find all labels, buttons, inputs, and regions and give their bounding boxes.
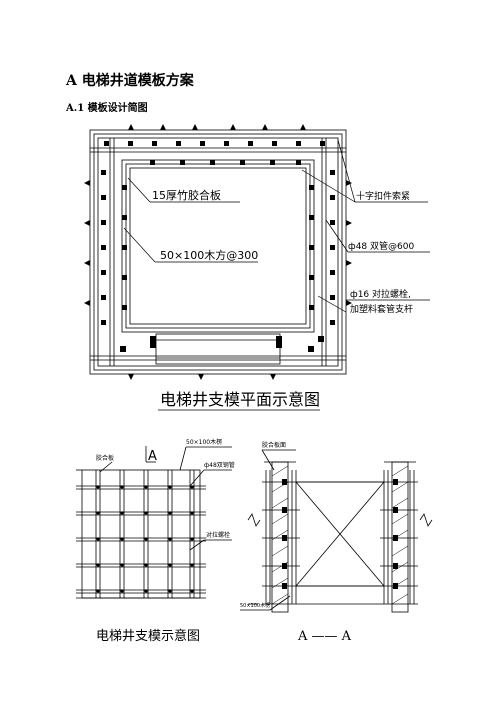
elev-plywood-label: 胶合板 <box>96 454 114 462</box>
pipe-callout: ф48 双管@600 <box>348 240 414 252</box>
section-aa-diagram: 胶合板面 50×100木楞 A —— A <box>240 441 433 644</box>
section-plywood-label: 胶合板面 <box>262 441 286 449</box>
plan-caption: 电梯井支模平面示意图 <box>160 390 320 409</box>
clamp-callout: 十字扣件索紧 <box>356 190 410 202</box>
bolt-callout-line2: 加塑料套管支杆 <box>350 303 413 315</box>
subsection-heading: A.1 模板设计简图 <box>66 103 148 114</box>
plan-view-diagram: 15厚竹胶合板 50×100木方@300 十字扣件索紧 ф48 双管@600 ф… <box>84 124 430 411</box>
section-heading: A 电梯井道模板方案 <box>66 73 194 89</box>
elevation-diagram: A 胶合板 50×100木楞 ф48双钢管 对拉螺栓 电梯井支模示意图 <box>76 438 235 644</box>
plywood-callout: 15厚竹胶合板 <box>152 188 221 202</box>
bolt-callout-line1: ф16 对拉螺栓, <box>350 288 411 300</box>
elev-timber-label: 50×100木楞 <box>186 438 222 446</box>
elevation-caption: 电梯井支模示意图 <box>96 628 200 644</box>
elev-bolt-label: 对拉螺栓 <box>206 531 230 539</box>
elev-pipe-label: ф48双钢管 <box>204 461 235 469</box>
section-timber-label: 50×100木楞 <box>240 602 270 609</box>
timber-callout: 50×100木方@300 <box>160 248 258 262</box>
section-mark-a: A <box>148 449 157 464</box>
section-caption: A —— A <box>297 629 352 644</box>
